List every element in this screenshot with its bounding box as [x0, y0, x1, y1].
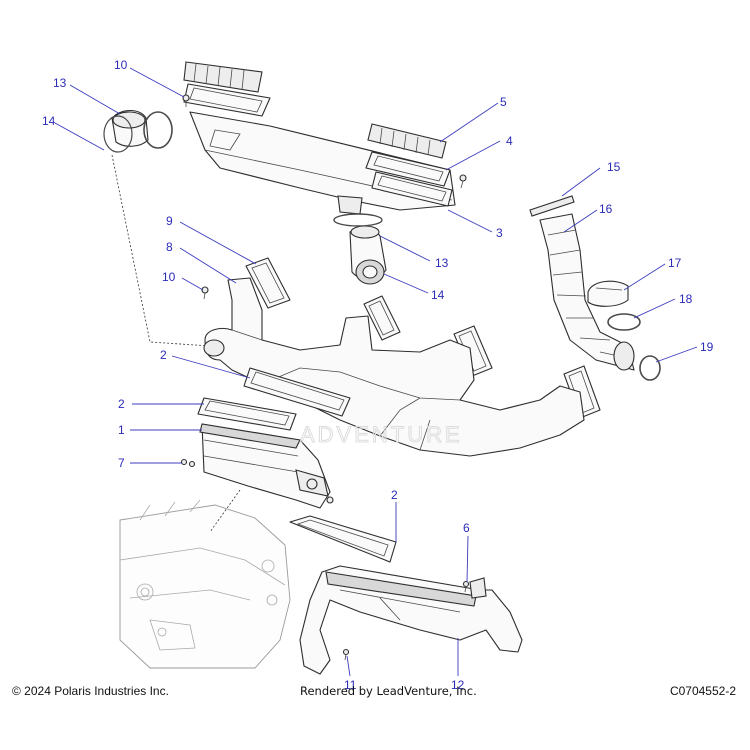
leader-4	[445, 140, 501, 171]
part-14-gasket-lower	[333, 213, 383, 227]
callout-15: 15	[607, 160, 621, 174]
leader-10a	[129, 67, 185, 98]
callout-3: 3	[496, 226, 503, 240]
part-10-screw-mid	[459, 174, 467, 189]
part-9-seal-b	[363, 295, 401, 341]
callout-2a: 2	[160, 348, 167, 362]
diagram-code: C0704552-2	[669, 684, 736, 698]
callout-11: 11	[344, 678, 357, 692]
leader-18	[633, 298, 676, 319]
alignment-line-engine	[209, 489, 241, 533]
leader-2a	[171, 355, 251, 379]
callout-1: 1	[118, 423, 125, 437]
part-5-grille-right	[367, 123, 447, 159]
part-8-manifold	[203, 277, 585, 457]
part-15-tie	[529, 195, 575, 217]
part-7-screw	[180, 458, 196, 468]
alignment-line-left	[111, 154, 211, 347]
leader-3	[447, 209, 493, 233]
part-1-airbox	[199, 423, 334, 509]
leader-13b	[379, 235, 431, 262]
leader-11	[346, 655, 351, 677]
callouts: 10 13 14 5 4 3 13 14 15 16 17 18 19 9 8 …	[42, 58, 714, 692]
watermark: ADVENTURE	[300, 422, 463, 447]
callout-2c: 2	[391, 488, 398, 502]
leader-14a	[54, 122, 105, 151]
callout-7: 7	[118, 456, 125, 470]
leader-13a	[69, 84, 121, 115]
leader-10b	[181, 277, 204, 291]
part-16-hose	[539, 213, 635, 371]
leader-9	[179, 221, 257, 265]
part-10-screw-upper	[182, 94, 190, 107]
part-5-grille-left	[183, 61, 263, 93]
rendered-by-text: Rendered by LeadVenture, Inc.	[300, 684, 477, 698]
leader-lines	[54, 67, 698, 677]
engine-block	[119, 499, 291, 669]
part-17-cap	[587, 280, 629, 307]
part-4-seal-right	[365, 151, 451, 187]
callout-9: 9	[166, 214, 173, 228]
part-4-seal-lower	[371, 171, 453, 207]
leader-6	[466, 535, 469, 583]
leader-16	[563, 209, 598, 233]
callout-16: 16	[599, 202, 613, 216]
leader-8	[179, 247, 237, 284]
callout-10a: 10	[114, 58, 128, 72]
part-14-clamp-upper	[103, 111, 173, 153]
part-11-screw	[342, 648, 350, 661]
leader-19	[655, 346, 698, 363]
part-13-elbow-lower	[349, 225, 387, 285]
copyright-text: © 2024 Polaris Industries Inc.	[12, 684, 169, 698]
part-12-lower-duct	[299, 565, 523, 675]
leader-15	[561, 167, 601, 197]
callout-4: 4	[506, 134, 513, 148]
callout-14b: 14	[431, 288, 445, 302]
callout-6: 6	[463, 521, 470, 535]
part-10-screw-left	[201, 286, 209, 300]
part-2-seal-a	[243, 367, 351, 417]
part-19-clamp	[639, 355, 661, 381]
leader-5	[439, 102, 499, 143]
callout-13a: 13	[53, 76, 67, 90]
part-9-seal	[245, 257, 291, 309]
part-6-screw	[462, 580, 470, 593]
callout-19: 19	[700, 340, 714, 354]
leader-17	[623, 263, 666, 291]
callout-8: 8	[166, 240, 173, 254]
part-18-clamp	[607, 313, 641, 331]
callout-5: 5	[500, 95, 507, 109]
callout-2b: 2	[118, 397, 125, 411]
callout-10b: 10	[162, 270, 176, 284]
callout-18: 18	[679, 292, 693, 306]
callout-13b: 13	[435, 256, 449, 270]
callout-14a: 14	[42, 114, 56, 128]
part-2-seal-b	[197, 397, 297, 431]
callout-17: 17	[668, 256, 682, 270]
leader-14b	[383, 273, 429, 294]
part-2-seal-c	[289, 515, 397, 563]
callout-12: 12	[451, 678, 465, 692]
